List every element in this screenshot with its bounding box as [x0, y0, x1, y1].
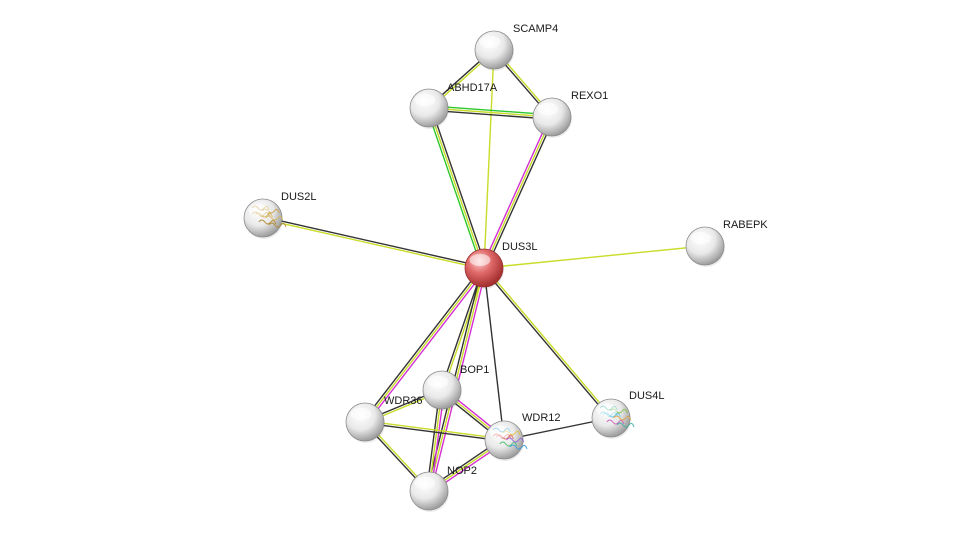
node-label: RABEPK	[723, 219, 768, 231]
node-abhd17a[interactable]: ABHD17A	[409, 82, 498, 129]
edge-wdr36-wdr12[interactable]	[364, 420, 505, 442]
node-label: DUS4L	[629, 390, 664, 402]
node-label: DUS3L	[502, 241, 537, 253]
node-label: NOP2	[447, 465, 477, 477]
edge-line-coexpression	[483, 267, 505, 441]
node-dus3l[interactable]: DUS3L	[464, 241, 537, 289]
node-highlight	[596, 403, 618, 417]
edge-dus3l-dus4l[interactable]	[482, 266, 613, 420]
node-rabepk[interactable]: RABEPK	[685, 219, 768, 267]
node-label: ABHD17A	[447, 82, 498, 94]
node-wdr36[interactable]: WDR36	[345, 395, 423, 443]
node-highlight	[350, 407, 372, 421]
node-highlight	[537, 102, 559, 116]
node-rexo1[interactable]: REXO1	[532, 90, 608, 138]
edge-dus3l-wdr12[interactable]	[483, 267, 505, 441]
edge-line-textmining	[262, 218, 484, 270]
edge-line-textmining	[483, 116, 553, 269]
edge-line-experiments	[481, 115, 551, 268]
edge-line-coexpression	[440, 267, 484, 390]
node-label: WDR12	[522, 412, 561, 424]
edge-dus3l-rabepk[interactable]	[483, 245, 706, 269]
edge-line-textmining	[428, 107, 485, 269]
edge-dus3l-abhd17a[interactable]	[426, 107, 487, 269]
node-highlight	[469, 253, 491, 267]
node-highlight	[248, 203, 270, 217]
edge-line-textmining	[442, 268, 486, 391]
edge-line-textmining	[483, 49, 495, 269]
edge-line-textmining	[364, 267, 485, 423]
node-dus2l[interactable]: DUS2L	[243, 191, 316, 239]
edge-line-coexpression	[364, 422, 504, 442]
node-highlight	[427, 375, 449, 389]
node-label: REXO1	[571, 90, 608, 102]
node-bop1[interactable]: BOP1	[422, 364, 489, 411]
node-highlight	[489, 425, 511, 439]
edge-dus3l-wdr36[interactable]	[362, 266, 487, 424]
node-highlight	[414, 476, 436, 490]
edge-line-experiments	[366, 268, 487, 424]
node-wdr12[interactable]: WDR12	[484, 412, 561, 461]
node-label: DUS2L	[281, 191, 316, 203]
edge-line-coexpression	[430, 107, 487, 268]
edge-line-textmining	[365, 420, 505, 440]
edge-line-database	[429, 105, 553, 116]
edge-line-textmining	[483, 245, 706, 269]
node-label: SCAMP4	[513, 23, 558, 35]
edge-line-database	[426, 108, 483, 269]
edge-line-coexpression	[482, 268, 611, 420]
node-label: BOP1	[460, 364, 489, 376]
edge-line-textmining	[428, 107, 553, 118]
node-highlight	[479, 35, 501, 49]
edge-line-coexpression	[263, 216, 485, 268]
node-scamp4[interactable]: SCAMP4	[474, 23, 558, 71]
node-highlight	[414, 93, 436, 107]
edge-dus3l-rexo1[interactable]	[481, 115, 555, 270]
node-highlight	[690, 231, 712, 245]
edge-line-coexpression	[428, 109, 552, 120]
edge-line-textmining	[484, 266, 613, 418]
edge-line-coexpression	[362, 266, 483, 422]
edge-dus3l-dus2l[interactable]	[262, 216, 485, 270]
edge-abhd17a-rexo1[interactable]	[428, 105, 553, 120]
node-label: WDR36	[384, 395, 423, 407]
edge-dus3l-scamp4[interactable]	[483, 49, 495, 269]
edge-dus3l-bop1[interactable]	[440, 267, 486, 391]
node-dus4l[interactable]: DUS4L	[591, 390, 664, 439]
edge-line-coexpression	[485, 117, 555, 270]
node-nop2[interactable]: NOP2	[409, 465, 477, 512]
